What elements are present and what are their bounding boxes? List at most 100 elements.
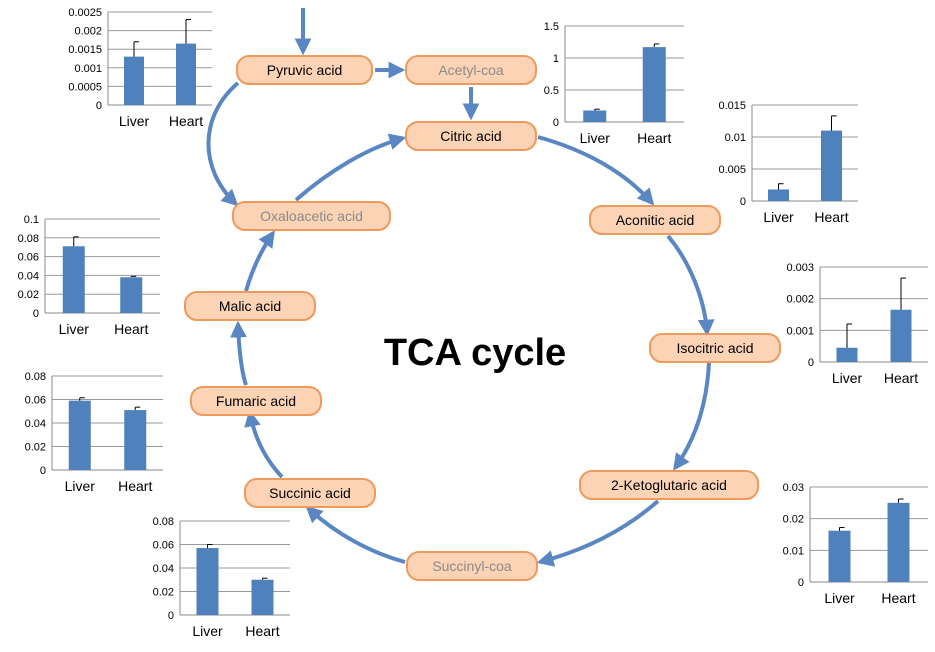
node-label: Acetyl-coa [438,62,504,78]
category-label-heart: Heart [814,209,848,225]
arrow-pyruvic-to-oxaloacetic [206,81,240,207]
arrow-fumaric-to-malic [230,320,248,386]
node-isocitric-acid: Isocitric acid [649,333,781,363]
category-label-heart: Heart [884,370,918,386]
node-label: Aconitic acid [616,212,695,228]
arrow-aconitic-to-isocitric [666,234,715,337]
category-label-heart: Heart [637,130,671,146]
bar-heart [251,579,274,615]
category-label-heart: Heart [114,321,148,337]
y-tick-label: 0.0015 [68,44,102,56]
y-tick-label: 1 [553,53,559,65]
arrow-oxaloacetic-to-citric [294,133,407,202]
category-label-liver: Liver [59,321,90,337]
y-tick-label: 0.04 [18,270,39,282]
pathway-arrows [206,8,715,567]
category-label-heart: Heart [118,478,152,494]
y-tick-label: 1.5 [544,21,559,33]
bar-heart [124,410,147,470]
y-tick-label: 0.06 [18,252,39,264]
diagram-title: TCA cycle [384,332,566,374]
node-succinyl-coa: Succinyl-coa [406,551,538,581]
y-tick-label: 0.03 [783,482,804,494]
y-tick-label: 0 [40,465,46,477]
bar-heart [120,277,143,313]
y-tick-label: 0 [168,610,174,622]
bar-heart [887,502,910,582]
category-label-liver: Liver [580,130,611,146]
y-tick-label: 0.002 [74,26,102,38]
y-tick-label: 0.02 [783,514,804,526]
y-tick-label: 0 [740,196,746,208]
node-fumaric-acid: Fumaric acid [190,386,322,416]
node-acetyl-coa: Acetyl-coa [405,55,537,85]
y-tick-label: 0.02 [153,587,174,599]
node-malic-acid: Malic acid [184,291,316,321]
bar-liver [828,530,851,582]
category-label-liver: Liver [763,209,794,225]
y-tick-label: 0.0025 [68,7,102,19]
node-aconitic-acid: Aconitic acid [589,205,721,235]
node-citric-acid: Citric acid [405,121,537,151]
node-label: Oxaloacetic acid [260,208,363,224]
category-label-liver: Liver [119,113,150,129]
arrow-succinylcoa-to-succinic [305,505,406,564]
bar-heart [642,47,666,123]
category-label-heart: Heart [169,113,203,129]
arrow-isocitric-to-ketoglutaric [673,361,711,471]
category-label-liver: Liver [832,370,863,386]
bar-heart [890,309,912,362]
node-label: Succinic acid [269,485,351,501]
y-tick-label: 0.5 [544,85,559,97]
node-label: Isocitric acid [676,340,753,356]
y-tick-label: 0 [798,577,804,589]
y-tick-label: 0.08 [18,233,39,245]
arrow-succinic-to-fumaric [244,409,284,479]
arrow-ketoglutaric-to-succinylcoa [536,499,660,567]
category-label-heart: Heart [245,623,279,639]
bar-liver [68,400,91,470]
y-tick-label: 0.08 [25,371,46,383]
metabolite-nodes: Pyruvic acid Acetyl-coa Citric acid Acon… [184,55,781,581]
node-label: Citric acid [440,128,501,144]
category-label-liver: Liver [824,590,855,606]
bar-liver [583,110,607,122]
y-tick-label: 0.04 [153,563,174,575]
node-label: Malic acid [219,298,281,314]
bar-liver [768,189,789,201]
node-succinic-acid: Succinic acid [244,478,376,508]
y-tick-label: 0.005 [718,164,746,176]
node-pyruvic-acid: Pyruvic acid [236,55,373,85]
bar-liver [196,548,219,615]
y-tick-label: 0.02 [25,442,46,454]
y-tick-label: 0.003 [786,262,814,274]
arrow-malic-to-oxaloacetic [244,230,275,292]
y-tick-label: 0 [808,357,814,369]
arrow-citric-to-aconitic [537,135,655,206]
category-label-liver: Liver [65,478,96,494]
y-tick-label: 0.01 [725,132,746,144]
y-tick-label: 0 [33,308,39,320]
y-tick-label: 0.015 [718,100,746,112]
y-tick-label: 0.0005 [68,81,102,93]
y-tick-label: 0.06 [153,540,174,552]
node-label: Succinyl-coa [432,558,512,574]
y-tick-label: 0.01 [783,545,804,557]
node-label: 2-Ketoglutaric acid [611,477,727,493]
bar-heart [821,130,842,201]
bar-liver [124,56,144,105]
y-tick-label: 0.06 [25,395,46,407]
node-2-ketoglutaric-acid: 2-Ketoglutaric acid [579,470,759,500]
y-tick-label: 0 [96,100,102,112]
bar-liver [836,347,858,362]
y-tick-label: 0.002 [786,294,814,306]
